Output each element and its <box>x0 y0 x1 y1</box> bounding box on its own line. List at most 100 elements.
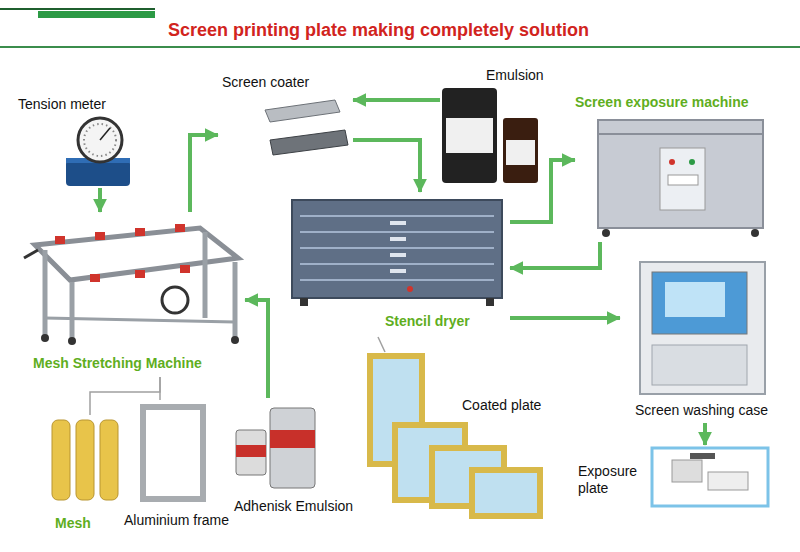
device-label: Aluminium frame <box>124 512 229 529</box>
device-node: Screen coater <box>218 72 353 164</box>
stretcher-clamp <box>175 224 185 232</box>
stretcher-clamp <box>55 236 65 244</box>
mesh-roll <box>76 420 94 500</box>
washing-screen <box>665 282 725 317</box>
adhesive-can-band <box>236 445 266 457</box>
device-node: Exposure plate <box>575 445 772 535</box>
stretcher-leg <box>203 232 208 318</box>
link-line <box>159 377 161 400</box>
device-node: Aluminium frame <box>122 400 234 535</box>
diagram-title: Screen printing plate making completely … <box>168 19 589 41</box>
flow-arrow <box>703 423 707 445</box>
dryer-handle <box>390 221 406 225</box>
device-node: Emulsion <box>440 65 550 190</box>
dryer-drawer <box>300 247 494 249</box>
flow-arrow <box>353 140 420 192</box>
device-label: Exposure plate <box>578 463 648 497</box>
stretcher-wheel <box>68 337 76 345</box>
stretcher-clamp <box>135 228 145 236</box>
device-label: Screen exposure machine <box>575 94 749 111</box>
exposure-plate-film <box>708 472 748 490</box>
device-label: Tension meter <box>18 96 106 113</box>
device-node: Screen washing case <box>620 255 780 423</box>
flow-arrow <box>510 316 620 320</box>
emulsion-bottle-label <box>506 140 535 165</box>
device-node: Mesh Stretching Machine <box>15 212 245 377</box>
device-label: Coated plate <box>462 397 541 414</box>
device-node: Adhenisk Emulsion <box>232 398 362 520</box>
stretcher-clamp <box>95 232 105 240</box>
device-label: Screen coater <box>222 74 309 91</box>
exposure-cabinet <box>598 120 763 228</box>
device-label: Screen washing case <box>635 402 768 419</box>
link-line <box>378 337 385 352</box>
exposure-plate-film <box>672 460 702 482</box>
exposure-wheel <box>602 229 610 237</box>
aluminium-frame <box>143 407 203 499</box>
washing-window <box>652 272 747 334</box>
dryer-switch <box>407 286 413 292</box>
device-label: Adhenisk Emulsion <box>234 498 353 515</box>
exposure-knob <box>669 159 675 165</box>
emulsion-jar-label <box>446 118 493 153</box>
exposure-lid <box>598 133 763 135</box>
flow-arrow <box>353 98 440 102</box>
gauge-base <box>66 160 130 186</box>
stretcher-frame <box>35 228 238 280</box>
stretcher-wheel <box>231 336 239 344</box>
flow-arrow <box>245 300 268 398</box>
device-label: Mesh <box>55 515 91 532</box>
emulsion-jar <box>442 88 497 183</box>
stretcher-clamp <box>90 274 100 282</box>
exposure-plate-bar <box>690 453 715 459</box>
stretcher-crank <box>24 250 38 258</box>
device-node: Stencil dryer <box>285 192 510 337</box>
link-line <box>90 377 160 415</box>
device-node: Coated plate <box>365 352 550 522</box>
coater-trough <box>265 100 340 122</box>
adhesive-can <box>236 430 266 475</box>
gauge-dial <box>78 118 122 162</box>
stretcher-clamp <box>180 265 190 273</box>
flow-arrow <box>510 160 575 222</box>
washing-tank <box>652 345 747 385</box>
coater-trough <box>270 130 348 155</box>
coated-screen <box>472 470 540 516</box>
emulsion-bottle <box>503 118 538 183</box>
exposure-wheel <box>751 229 759 237</box>
gauge-scale <box>84 124 116 156</box>
dryer-foot <box>486 298 494 306</box>
flow-arrow <box>190 135 218 212</box>
stretcher-wheel <box>41 334 49 342</box>
stretcher-leg <box>70 282 75 340</box>
stretcher-leg <box>43 250 48 335</box>
device-label: Mesh Stretching Machine <box>33 355 202 372</box>
dryer-foot <box>300 298 308 306</box>
exposure-plate-frame <box>652 448 768 506</box>
header-bar <box>0 8 155 10</box>
exposure-panel <box>660 148 705 210</box>
device-label: Stencil dryer <box>385 313 470 330</box>
device-node: Screen exposure machine <box>575 92 770 242</box>
dryer-handle <box>390 269 406 273</box>
stretcher-bar <box>45 318 235 322</box>
dryer-drawer <box>300 279 494 281</box>
device-node: Tension meter <box>15 96 133 188</box>
gauge-needle <box>100 128 110 140</box>
dryer-cabinet <box>292 200 502 298</box>
dryer-handle <box>390 237 406 241</box>
dryer-drawer <box>300 263 494 265</box>
exposure-display <box>668 175 698 185</box>
adhesive-can <box>270 408 315 488</box>
mesh-roll <box>100 420 118 500</box>
exposure-knob <box>689 159 695 165</box>
header-bar <box>38 11 155 18</box>
device-node: Mesh <box>45 415 120 535</box>
header-rule <box>0 46 800 48</box>
dryer-drawer <box>300 215 494 217</box>
stretcher-handwheel <box>162 287 188 313</box>
stretcher-leg <box>233 262 238 338</box>
